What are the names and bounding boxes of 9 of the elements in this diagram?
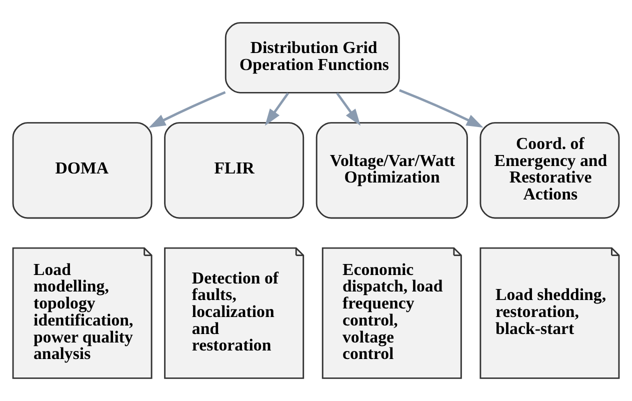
node-box: Voltage/Var/Watt Optimization — [316, 122, 468, 219]
node-box: Distribution Grid Operation Functions — [224, 22, 400, 94]
arrow — [336, 92, 361, 126]
arrow — [148, 91, 226, 128]
node-box: FLIR — [164, 122, 304, 219]
arrow — [264, 92, 290, 126]
arrow — [399, 89, 484, 128]
node-box: Coord. of Emergency and Restorative Actions — [480, 122, 620, 219]
node-box: DOMA — [12, 122, 152, 219]
